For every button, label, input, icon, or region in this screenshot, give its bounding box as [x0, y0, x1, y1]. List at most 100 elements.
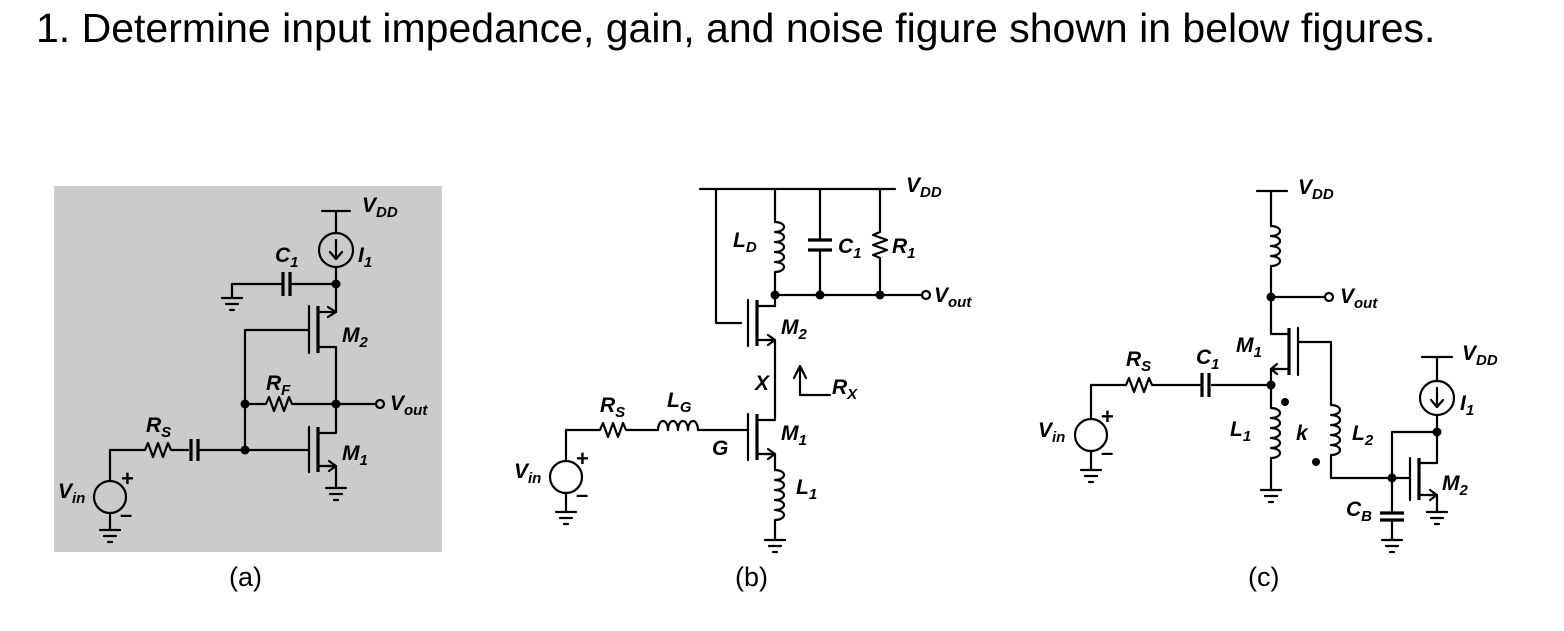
label-a-rf-sub: F [281, 382, 291, 399]
label-c-vdd2: V [1462, 342, 1478, 365]
label-b-vin-sub: in [528, 470, 541, 487]
svg-text:VDD: VDD [1298, 176, 1334, 203]
label-b-vin: V [514, 460, 530, 483]
svg-text:Vout: Vout [934, 284, 972, 311]
label-c-c1: C [1196, 346, 1212, 369]
figure-c-caption: (c) [1248, 562, 1280, 592]
svg-text:Vin: Vin [514, 460, 541, 487]
label-a-m1: M [342, 442, 360, 465]
svg-text:Vin: Vin [58, 480, 85, 507]
svg-text:M1: M1 [1236, 334, 1262, 361]
label-c-m1: M [1236, 334, 1254, 357]
svg-text:CB: CB [1346, 498, 1372, 525]
label-b-rs-sub: S [615, 404, 625, 421]
question-text: 1. Determine input impedance, gain, and … [36, 5, 1436, 51]
label-c-l2-sub: 2 [1364, 432, 1374, 449]
svg-text:VDD: VDD [906, 174, 942, 201]
svg-text:L1: L1 [796, 476, 817, 503]
svg-text:+: + [121, 466, 134, 491]
svg-text:M2: M2 [342, 324, 369, 351]
svg-text:–: – [576, 482, 588, 507]
label-c-vdd2-sub: DD [1476, 352, 1498, 369]
label-a-c1-sub: 1 [290, 254, 298, 271]
label-b-m1-sub: 1 [799, 432, 807, 449]
svg-text:RS: RS [600, 394, 625, 421]
label-b-rs: R [600, 394, 616, 417]
label-c-cb: C [1346, 498, 1362, 521]
figure-b-caption: (b) [735, 562, 768, 592]
label-a-vin-sub: in [72, 490, 85, 507]
label-c-rs: R [1126, 348, 1142, 371]
svg-text:VDD: VDD [1462, 342, 1498, 369]
figure-a-caption: (a) [229, 562, 262, 592]
svg-text:RS: RS [146, 414, 171, 441]
label-a-i1: I [358, 244, 365, 267]
label-b-vout: V [934, 284, 950, 307]
label-b-rx: R [832, 376, 848, 399]
label-c-l1-sub: 1 [1243, 428, 1251, 445]
label-c-c1-sub: 1 [1211, 356, 1219, 373]
svg-text:I1: I1 [1460, 392, 1474, 419]
label-b-rx-sub: X [846, 386, 858, 403]
label-a-rf: R [266, 372, 282, 395]
label-c-vout: V [1340, 285, 1356, 308]
label-c-k: k [1296, 422, 1309, 445]
label-c-vin-sub: in [1052, 429, 1065, 446]
svg-text:C1: C1 [1196, 346, 1220, 373]
label-c-l2: L [1352, 422, 1365, 445]
label-b-r1: R [892, 235, 908, 258]
svg-text:Vout: Vout [390, 392, 428, 419]
label-b-c1-sub: 1 [853, 245, 861, 262]
label-c-m2: M [1442, 472, 1460, 495]
svg-text:–: – [120, 502, 132, 527]
label-c-m2-sub: 2 [1459, 482, 1469, 499]
label-a-rs-sub: S [161, 424, 171, 441]
svg-text:R1: R1 [892, 235, 916, 262]
label-b-c1: C [838, 235, 854, 258]
label-b-m1: M [781, 422, 799, 445]
label-a-m1-sub: 1 [360, 452, 368, 469]
label-b-l1: L [796, 476, 809, 499]
svg-text:+: + [1101, 404, 1114, 429]
svg-text:M2: M2 [781, 316, 808, 343]
label-b-lg: L [667, 389, 680, 412]
svg-text:Vin: Vin [1038, 419, 1065, 446]
svg-text:+: + [576, 446, 589, 471]
svg-text:C1: C1 [275, 244, 299, 271]
label-c-i1: I [1460, 392, 1467, 415]
label-b-vdd: V [906, 174, 922, 197]
label-a-c1: C [275, 244, 291, 267]
svg-text:RS: RS [1126, 348, 1151, 375]
svg-text:RX: RX [832, 376, 858, 403]
label-c-vin: V [1038, 419, 1054, 442]
label-c-i1-sub: 1 [1466, 402, 1474, 419]
svg-text:M2: M2 [1442, 472, 1469, 499]
label-c-vdd: V [1298, 176, 1314, 199]
svg-text:VDD: VDD [362, 194, 398, 221]
label-c-l1: L [1230, 418, 1243, 441]
label-b-m2: M [781, 316, 799, 339]
label-c-m1-sub: 1 [1254, 344, 1262, 361]
label-b-g: G [712, 437, 728, 460]
label-a-vdd-sub: DD [376, 204, 398, 221]
label-a-vout-sub: out [404, 402, 428, 419]
label-c-rs-sub: S [1141, 358, 1151, 375]
label-b-m2-sub: 2 [798, 326, 808, 343]
label-c-vout-sub: out [1354, 295, 1378, 312]
svg-text:I1: I1 [358, 244, 372, 271]
svg-text:L1: L1 [1230, 418, 1251, 445]
svg-text:LD: LD [733, 229, 757, 256]
figure-a-background [54, 186, 442, 552]
svg-text:Vout: Vout [1340, 285, 1378, 312]
label-c-cb-sub: B [1361, 508, 1372, 525]
label-a-vin: V [58, 480, 74, 503]
svg-text:M1: M1 [781, 422, 807, 449]
label-a-i1-sub: 1 [364, 254, 372, 271]
svg-text:C1: C1 [838, 235, 862, 262]
label-a-vout: V [390, 392, 406, 415]
svg-text:L2: L2 [1352, 422, 1374, 449]
label-b-l1-sub: 1 [809, 486, 817, 503]
label-a-vdd: V [362, 194, 378, 217]
